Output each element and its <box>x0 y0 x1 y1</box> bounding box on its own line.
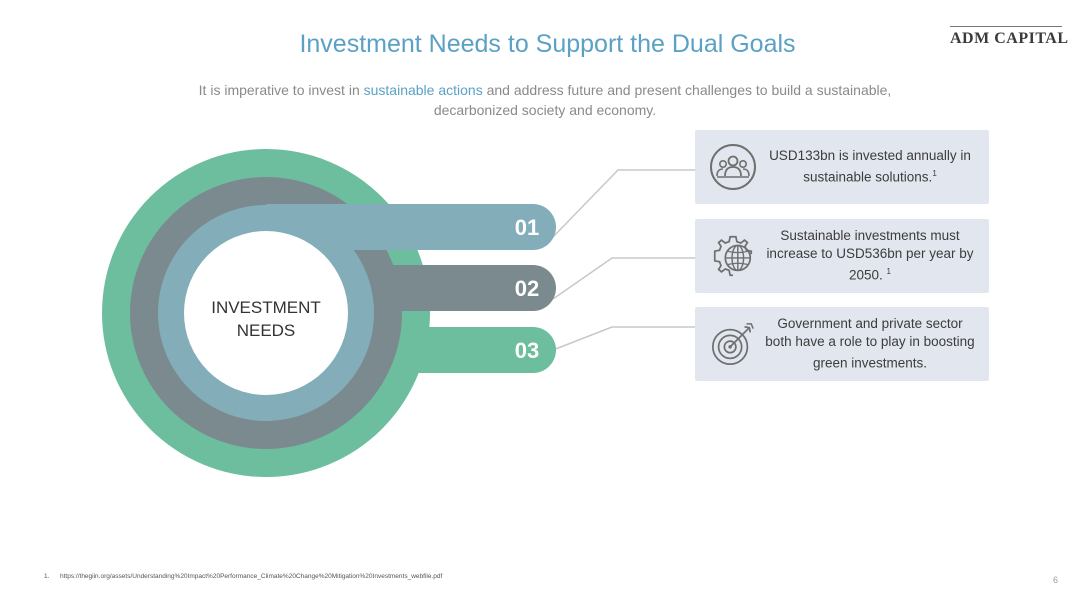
card-01-footnote-ref: 1 <box>932 169 937 179</box>
tab-number-03: 03 <box>515 338 539 363</box>
tab-01-band <box>266 204 556 250</box>
people-group-icon <box>709 143 757 191</box>
tab-number-02: 02 <box>515 276 539 301</box>
card-03-body: Government and private sector both have … <box>765 316 975 371</box>
card-03-text: Government and private sector both have … <box>757 315 989 373</box>
tab-02-band <box>330 265 556 311</box>
logo-rule <box>950 26 1062 27</box>
footnote-number: 1. <box>44 573 50 580</box>
card-02: Sustainable investments must increase to… <box>695 219 989 293</box>
card-01-body: USD133bn is invested annually in sustain… <box>769 148 971 185</box>
gear-globe-icon <box>709 232 757 280</box>
center-circle <box>184 231 348 395</box>
connector-line-03 <box>552 326 696 351</box>
card-02-body: Sustainable investments must increase to… <box>766 228 974 283</box>
tab-number-01: 01 <box>515 215 539 240</box>
card-01: USD133bn is invested annually in sustain… <box>695 130 989 204</box>
card-02-footnote-ref: 1 <box>886 267 891 277</box>
target-arrow-icon <box>709 320 757 368</box>
footnote: 1. https://thegiin.org/assets/Understand… <box>44 573 460 581</box>
card-02-text: Sustainable investments must increase to… <box>757 227 989 285</box>
center-label: INVESTMENT NEEDS <box>211 298 321 340</box>
subtitle-before: It is imperative to invest in <box>198 82 364 98</box>
company-logo: ADM CAPITAL <box>950 26 1069 48</box>
subtitle-after: and address future and present challenge… <box>433 82 892 118</box>
connector-line-01 <box>552 169 696 238</box>
footnote-link[interactable]: https://thegiin.org/assets/Understanding… <box>60 573 443 580</box>
connector-line-02 <box>552 257 696 300</box>
card-01-text: USD133bn is invested annually in sustain… <box>757 147 989 187</box>
page-number: 6 <box>1052 575 1058 585</box>
card-03: Government and private sector both have … <box>695 307 989 381</box>
slide-title: Investment Needs to Support the Dual Goa… <box>299 30 796 58</box>
logo-text: ADM CAPITAL <box>950 30 1069 47</box>
subtitle-highlight: sustainable actions <box>363 82 483 98</box>
slide-subtitle: It is imperative to invest in sustainabl… <box>170 80 920 120</box>
